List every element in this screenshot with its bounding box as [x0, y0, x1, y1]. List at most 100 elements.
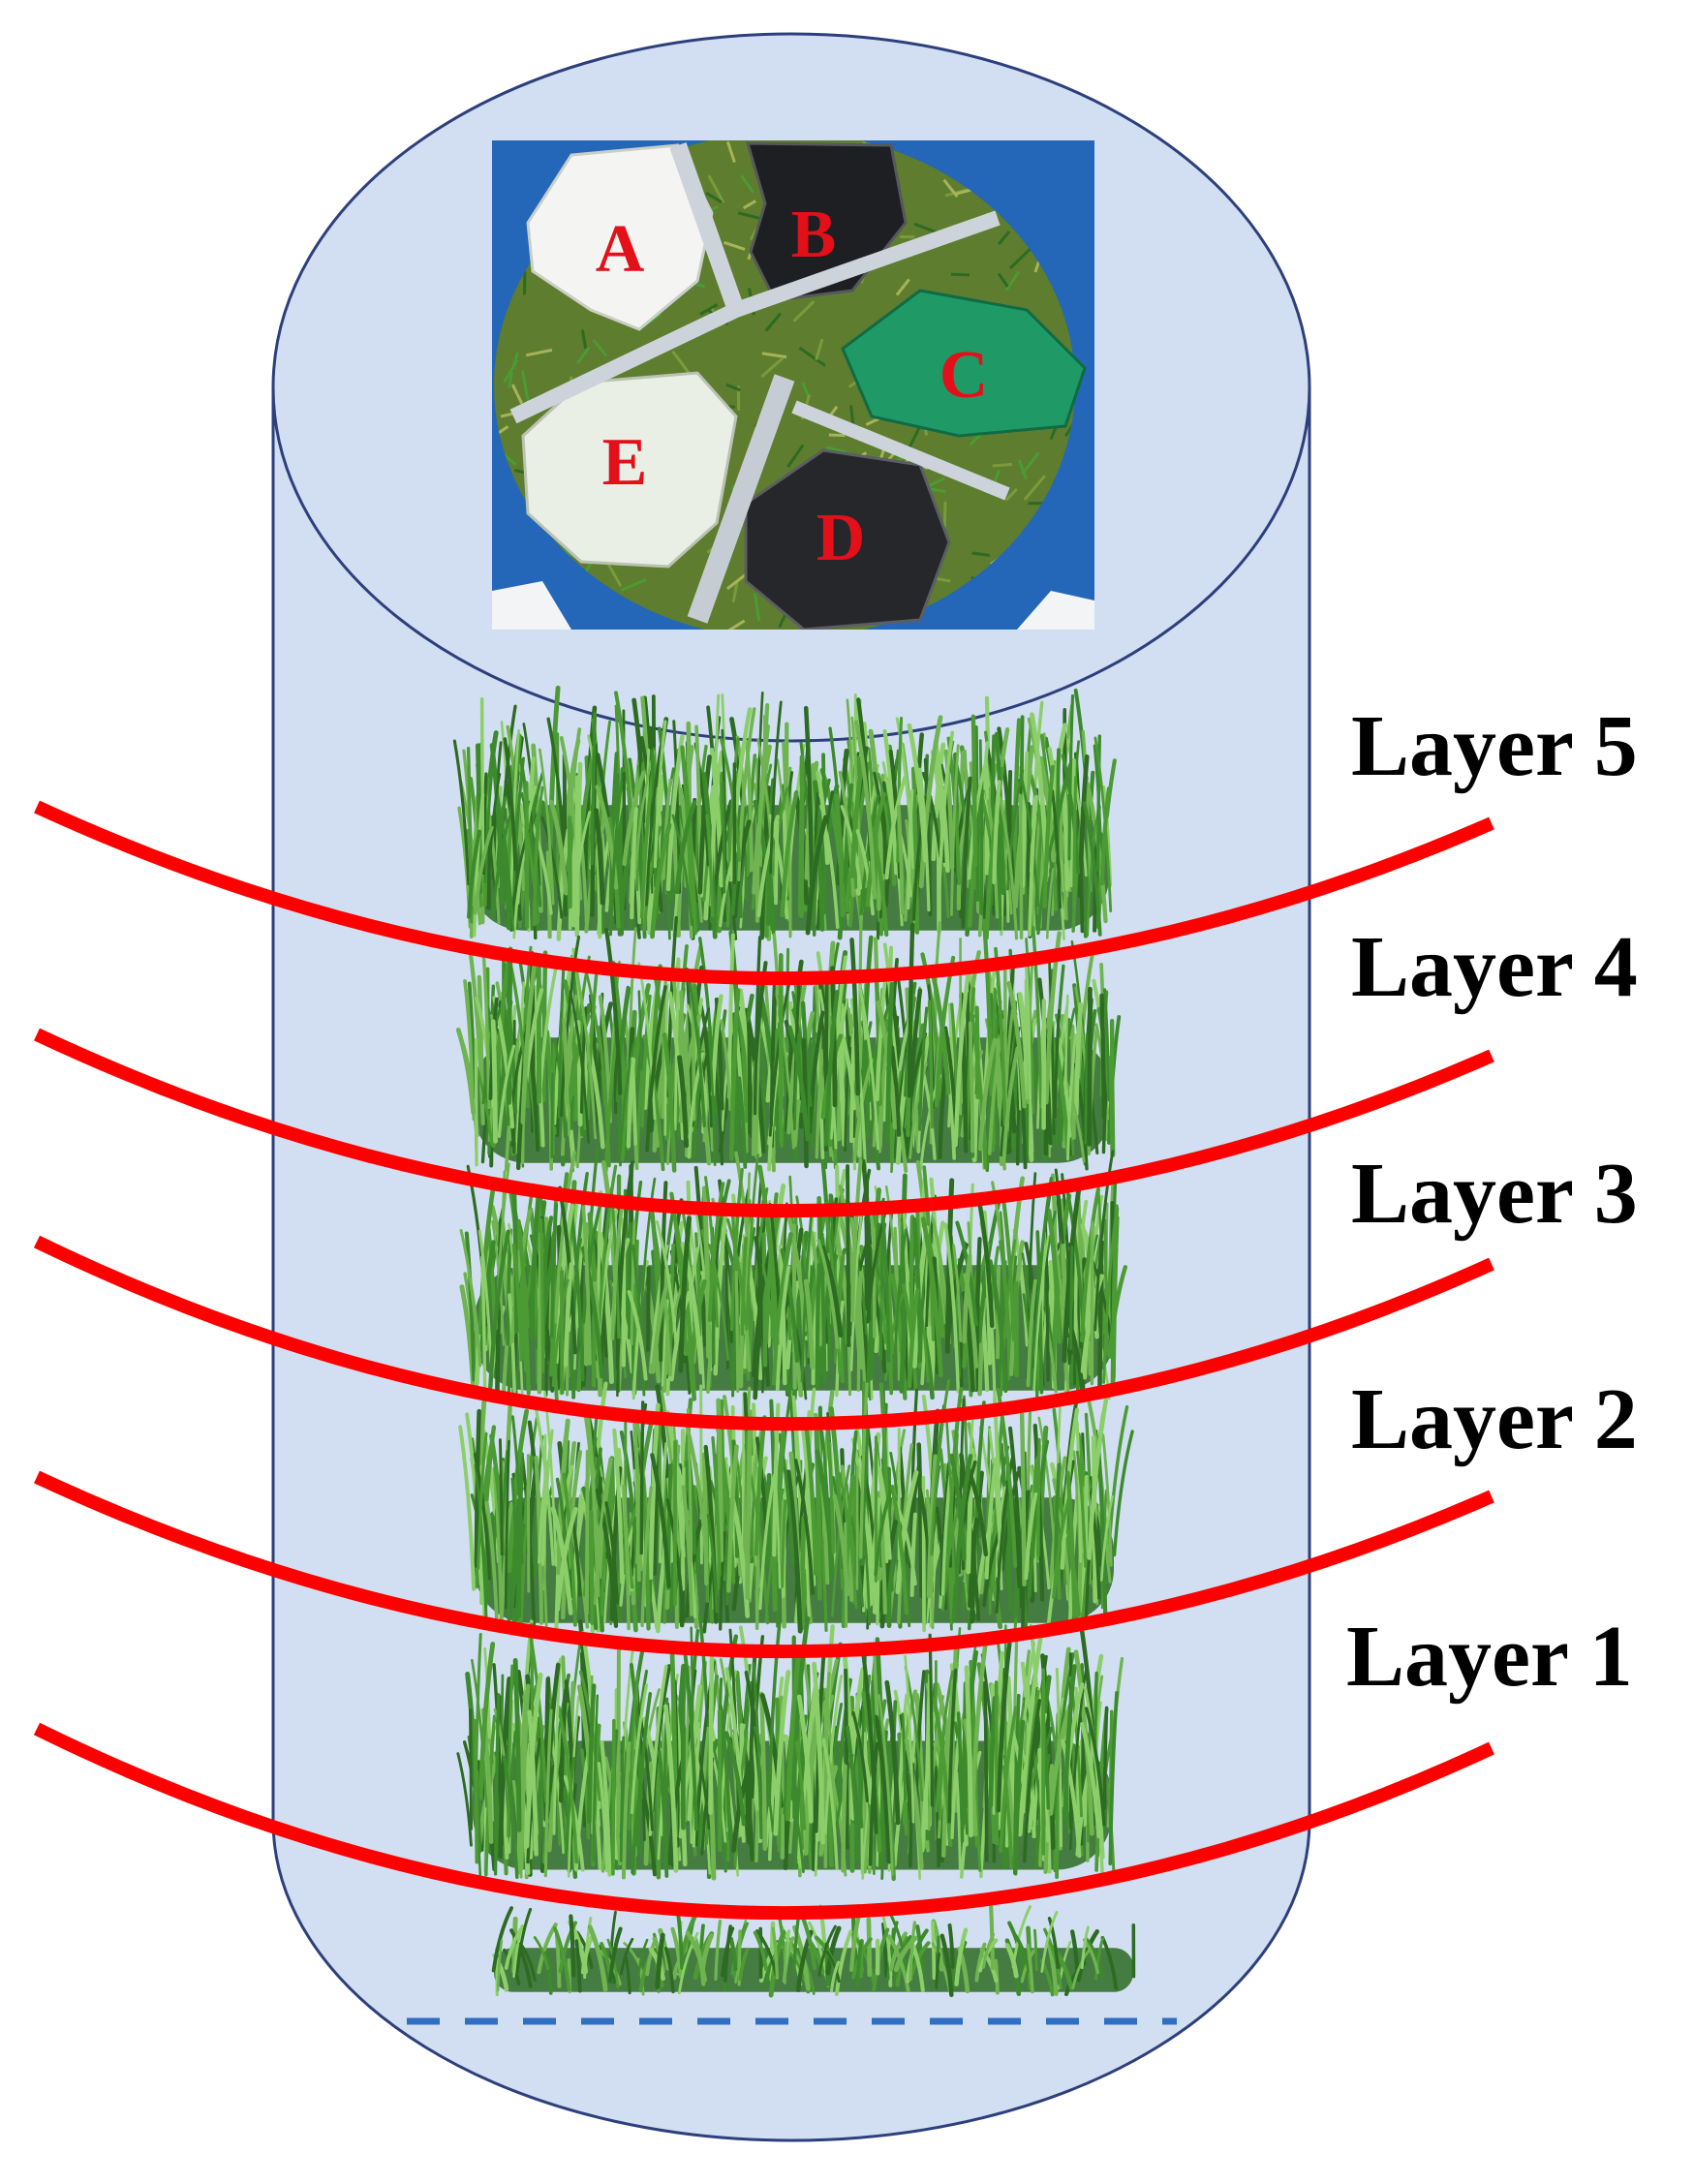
grass-blade [551, 1278, 570, 1388]
grass-blade [1004, 487, 1018, 502]
grass-blade [1032, 1235, 1050, 1392]
grass-blade [1055, 1007, 1076, 1149]
grass-blade [639, 1400, 645, 1555]
grass-blade [714, 1919, 723, 1982]
grass-layer [459, 1147, 1128, 1401]
grass-blade [973, 1237, 982, 1393]
grass-blade [761, 1232, 768, 1368]
grass-blade [780, 789, 799, 918]
grass-blade [645, 744, 662, 907]
grass-blade [738, 1948, 750, 1982]
grass-blade [711, 1435, 722, 1577]
grass-blade [704, 1176, 720, 1328]
grass-blade [558, 1921, 578, 1974]
grass-blade [552, 1657, 562, 1835]
grass-blade [608, 752, 619, 901]
grass-blade [494, 1693, 501, 1876]
grass-blade [892, 1228, 908, 1375]
grass-blade [992, 780, 1001, 884]
grass-blade [621, 1037, 639, 1162]
grass-blade [966, 1464, 989, 1557]
grass-blade [792, 300, 816, 323]
grass-blade [630, 1683, 649, 1815]
grass-blade [1069, 1246, 1074, 1350]
grass-blade [653, 720, 667, 869]
grass-blade [820, 1543, 828, 1633]
grass-blade [907, 922, 915, 1098]
grass-blade [1065, 1470, 1077, 1618]
grass-blade [558, 1185, 577, 1355]
grass-blade [977, 1281, 990, 1393]
grass-blade [1051, 1225, 1070, 1400]
grass-blade [1062, 1184, 1082, 1364]
grass-blade [815, 1262, 821, 1388]
grass-blade [597, 1164, 618, 1343]
grass-blade [791, 1223, 797, 1390]
grass-blade [635, 1692, 653, 1847]
grass-blade [1025, 966, 1032, 1100]
photo-corner [1017, 591, 1094, 630]
grass-blade [620, 1937, 634, 1976]
top-view-photo: A B C D E [492, 140, 1094, 630]
grass-blade [944, 1412, 956, 1585]
grass-blade [831, 1464, 851, 1617]
grass-blade [996, 1642, 1012, 1813]
grass-blade [707, 1182, 725, 1323]
grass-blade [622, 770, 646, 867]
grass-blade [884, 1679, 901, 1826]
grass-blade [519, 1942, 537, 1982]
tape-strip [509, 302, 740, 424]
layer-label-4: Layer 4 [1351, 919, 1638, 1015]
grass-blade [860, 1646, 878, 1834]
layer-label-3: Layer 3 [1351, 1146, 1638, 1242]
grass-layers [452, 685, 1136, 1998]
grass-blade [758, 1474, 776, 1611]
grass-blade [618, 1041, 636, 1154]
grass-blade [477, 1431, 488, 1570]
grass-blade [477, 974, 484, 1095]
grass-blade [682, 760, 697, 936]
grass-blade [918, 1006, 929, 1131]
grass-blade [895, 278, 910, 296]
grass-blade [846, 1667, 866, 1826]
grass-blade [477, 1642, 496, 1800]
grass-blade [901, 1712, 907, 1801]
grass-blade [728, 988, 741, 1161]
grass-blade [665, 734, 685, 892]
grass-blade [943, 1222, 961, 1394]
grass-blade [640, 1486, 653, 1628]
grass-blade [998, 796, 1019, 940]
grass-blade [1108, 1055, 1116, 1158]
grass-blade [940, 1473, 952, 1596]
grass-blade [761, 352, 787, 359]
grass-blade [610, 1197, 625, 1341]
grass-blade [964, 1665, 973, 1838]
grass-blade [851, 1710, 869, 1803]
grass-blade [511, 1244, 524, 1362]
grass-blade [1071, 1947, 1092, 1989]
grass-blade [1081, 729, 1093, 893]
grass-blade [999, 1706, 1018, 1853]
grass-blade [519, 1683, 531, 1871]
grass-blade [670, 818, 681, 938]
grass-blade [1073, 1001, 1084, 1117]
grass-blade [1028, 1439, 1050, 1598]
cut-line-3 [33, 1235, 1494, 1431]
grass-blade [953, 965, 971, 1148]
grass-blade [490, 812, 513, 920]
grass-blade [1061, 754, 1080, 875]
grass-blade [882, 781, 887, 875]
grass-blade [507, 372, 513, 389]
grass-blade [487, 773, 502, 872]
grass-blade [1043, 1927, 1063, 1990]
grass-blade [574, 811, 592, 895]
grass-blade [1042, 764, 1056, 908]
grass-blade [631, 1767, 646, 1874]
grass-blade [911, 1217, 923, 1351]
grass-blade [829, 1960, 841, 1993]
grass-blade [498, 1438, 504, 1556]
grass-blade [552, 1926, 571, 1992]
grass-blade [914, 1670, 926, 1808]
grass-blade [665, 1498, 686, 1622]
grass-blade [1063, 1076, 1086, 1163]
